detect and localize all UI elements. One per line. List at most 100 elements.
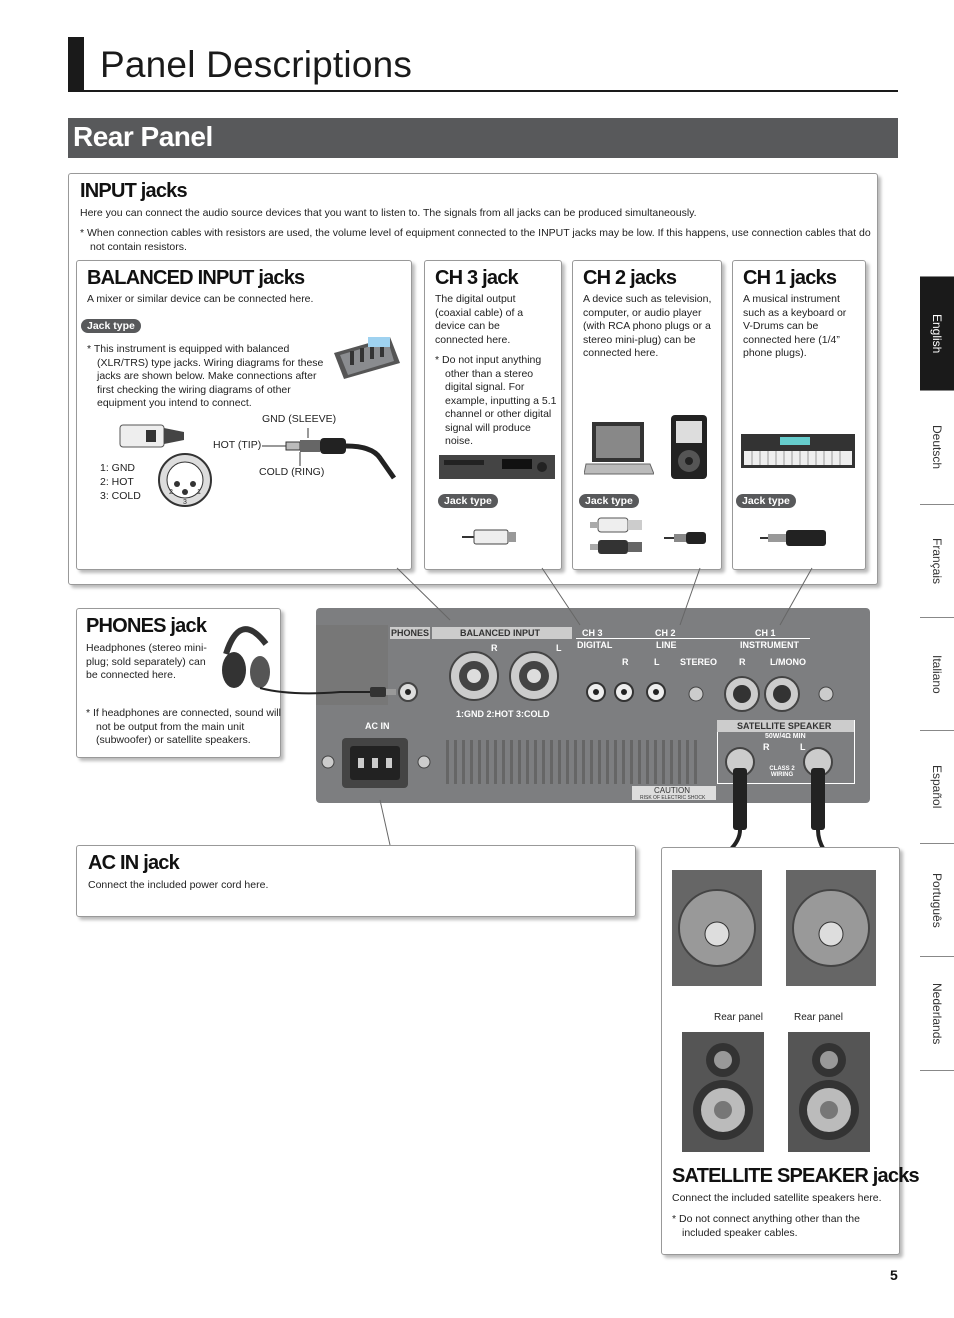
lang-tab-nederlands[interactable]: Nederlands [920,956,954,1071]
ch3-heading: CH 3 jack [435,267,519,289]
balanced-r-label: R [491,643,498,653]
panel-label-satellite: SATELLITE SPEAKER [737,721,832,731]
ac-in-desc: Connect the included power cord here. [88,879,269,891]
input-jacks-intro: Here you can connect the audio source de… [80,207,697,219]
balanced-l-label: L [556,643,562,653]
balanced-input-box [76,260,412,570]
ac-in-box [76,845,636,917]
ch1-jack-type-badge: Jack type [736,494,796,508]
input-jacks-heading: INPUT jacks [80,180,188,202]
audio-player-illustration [671,415,707,479]
lang-tab-english[interactable]: English [920,276,954,390]
balanced-panel-label-bg [432,627,572,639]
pin-2-label: 2: HOT [100,476,134,488]
ch1-box [732,260,866,570]
sat-l-label: L [800,742,806,752]
section-title: Rear Panel [73,121,213,152]
pin-1-label: 1: GND [100,462,136,474]
ch2-heading: CH 2 jacks [583,267,677,289]
lang-tab-portugues[interactable]: Português [920,843,954,956]
ch2-jack-type-badge: Jack type [579,494,639,508]
satellite-note: * Do not connect anything other than the… [672,1213,860,1239]
phones-box [76,608,281,758]
balanced-desc: A mixer or similar device can be connect… [87,293,314,305]
panel-label-ch1: CH 1 [755,628,776,638]
panel-label-instrument: INSTRUMENT [740,640,799,650]
pin-3-label: 3: COLD [100,490,141,502]
ac-in-heading: AC IN jack [88,852,180,874]
ac-inlet-and-vents [321,738,697,788]
panel-label-sat-spec: 50W/4Ω MIN [765,733,806,740]
xlr-pin-3-label: 3 [183,499,187,506]
caution-label: CAUTION [654,786,690,795]
panel-label-divider [576,638,810,639]
rca-plugs-icon [590,517,642,554]
panel-label-ch2: CH 2 [655,628,676,638]
xlr-plug-icon [119,424,184,448]
ch2-r-label: R [622,657,629,667]
headphones-illustration [222,626,396,697]
panel-pin-legend: 1:GND 2:HOT 3:COLD [456,709,550,719]
panel-label-line: LINE [656,640,677,650]
lang-tab-francais[interactable]: Français [920,504,954,617]
gnd-sleeve-label: GND (SLEEVE) [262,413,337,425]
satellite-panel-label-bg [717,720,854,732]
hot-tip-label: HOT (TIP) [213,439,262,451]
input-jacks-note: * When connection cables with resistors … [80,227,871,253]
xlr-jack-icon: 2 1 3 [158,453,212,507]
xlr-pin-2-label: 2 [169,489,173,496]
lang-tab-italiano[interactable]: Italiano [920,617,954,730]
balanced-jack-type-badge: Jack type [81,319,141,333]
satellite-desc: Connect the included satellite speakers … [672,1192,882,1204]
ch2-stereo-label: STEREO [680,657,718,667]
panel-label-ac-in: AC IN [365,721,390,731]
ch1-lmono-label: L/MONO [770,657,806,667]
page-title: Panel Descriptions [100,44,413,85]
satellite-heading: SATELLITE SPEAKER jacks [672,1165,920,1187]
title-rule [68,90,898,92]
keyboard-illustration [741,434,855,468]
caution-sub-label: RISK OF ELECTRIC SHOCK [640,795,706,801]
section-band [68,118,898,158]
coaxial-plug-icon [462,529,516,545]
rear-panel-caption-right: Rear panel [794,1012,843,1023]
ch3-desc: The digital output (coaxial cable) of a … [435,293,524,346]
ch1-r-label: R [739,657,746,667]
ch2-desc: A device such as television, computer, o… [583,293,712,359]
ch1-desc: A musical instrument such as a keyboard … [743,293,847,359]
balanced-heading: BALANCED INPUT jacks [87,267,305,289]
phones-desc: Headphones (stereo mini-plug; sold separ… [86,642,207,681]
page-number: 5 [890,1267,898,1283]
phones-panel-label-bg [390,627,430,639]
xlr-pin-1-label: 1 [197,489,201,496]
lang-tab-deutsch[interactable]: Deutsch [920,390,954,504]
phone-plug-icon [760,530,826,546]
sat-r-label: R [763,742,770,752]
title-accent-bar [68,37,84,91]
phones-heading: PHONES jack [86,615,207,637]
rear-panel-connectors [398,651,834,712]
cd-player-illustration [439,455,555,479]
balanced-note: * This instrument is equipped with balan… [87,343,324,409]
ch1-heading: CH 1 jacks [743,267,837,289]
ch2-l-label: L [654,657,660,667]
satellite-speakers-illustration [682,1032,870,1152]
trs-plug-icon [262,428,397,480]
mini-plug-icon [664,532,706,544]
mixer-illustration [334,337,400,379]
rear-panel-caption-left: Rear panel [714,1012,763,1023]
ch3-note: * Do not input anything other than a ste… [435,354,557,447]
ch3-box [424,260,562,570]
panel-label-digital: DIGITAL [577,640,613,650]
panel-label-ch3: CH 3 [582,628,603,638]
laptop-illustration [584,422,654,475]
panel-label-phones: PHONES [391,628,430,638]
ch3-jack-type-badge: Jack type [438,494,498,508]
panel-label-class2: CLASS 2 WIRING [769,766,795,778]
caution-label-bg [632,786,716,800]
lang-tab-espanol[interactable]: Español [920,730,954,843]
speaker-rear-illustration [672,870,876,994]
phones-note: * If headphones are connected, sound wil… [86,707,281,746]
panel-label-balanced-input: BALANCED INPUT [460,628,540,638]
cold-ring-label: COLD (RING) [259,466,325,478]
